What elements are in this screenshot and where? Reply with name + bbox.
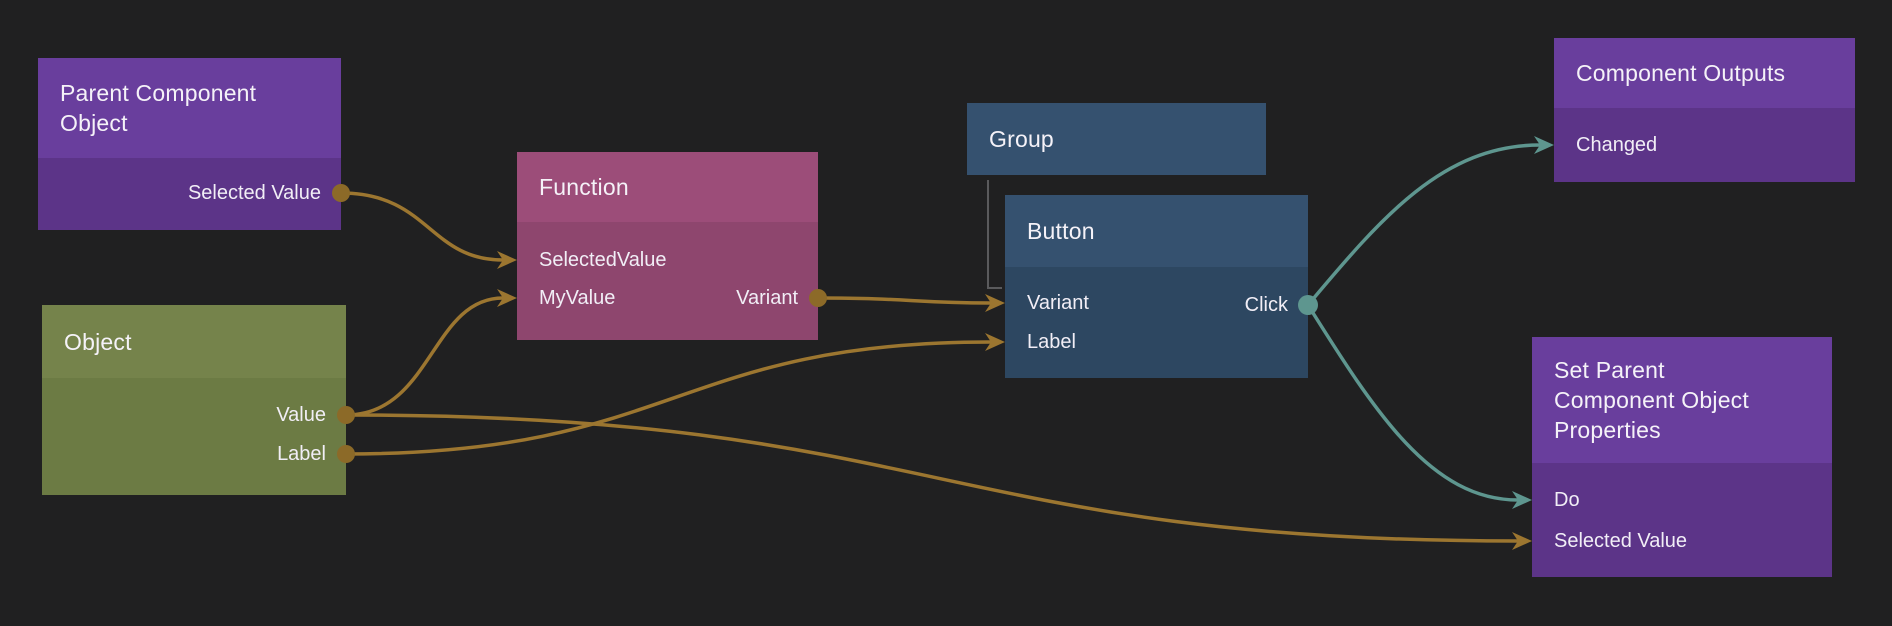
input-port-arrow-function.myvalue[interactable]	[497, 289, 517, 307]
port-button-click[interactable]: Click	[1244, 294, 1288, 316]
input-port-arrow-button.label[interactable]	[985, 333, 1005, 351]
port-button-variant[interactable]: Variant	[1027, 292, 1089, 314]
group-child-link-group-button	[987, 180, 1002, 289]
node-header[interactable]: Set Parent Component Object Properties	[1532, 337, 1832, 463]
port-function-variant[interactable]: Variant	[736, 287, 798, 309]
node-header[interactable]: Object	[42, 305, 346, 378]
port-button-label[interactable]: Label	[1027, 331, 1076, 353]
input-port-arrow-function.selectedvalue[interactable]	[497, 251, 517, 269]
port-object-label[interactable]: Label	[277, 443, 326, 465]
node-header[interactable]: Parent Component Object	[38, 58, 341, 158]
node-header[interactable]: Component Outputs	[1554, 38, 1855, 108]
wire-object.label-to-button.label[interactable]	[345, 340, 992, 456]
input-port-arrow-button.variant[interactable]	[985, 294, 1005, 312]
input-port-arrow-set-parent-component-object-properties.do[interactable]	[1512, 491, 1532, 509]
node-header[interactable]: Group	[967, 103, 1266, 175]
node-title: Object	[64, 328, 132, 355]
input-port-arrow-component-outputs.changed[interactable]	[1534, 136, 1554, 154]
node-group[interactable]: Group	[967, 103, 1266, 175]
port-set-parent-component-object-properties-do[interactable]: Do	[1554, 489, 1580, 511]
node-title: Group	[989, 126, 1054, 152]
node-title: Component Outputs	[1576, 60, 1786, 86]
node-body	[1532, 463, 1832, 577]
port-component-outputs-changed[interactable]: Changed	[1576, 134, 1658, 156]
node-body	[1005, 267, 1308, 378]
node-title: Parent Component Object	[60, 80, 257, 136]
wire-object.value-to-set-parent-component-object-properties.selected-value[interactable]	[345, 413, 1519, 543]
wire-button.click-to-set-parent-component-object-properties.do[interactable]	[1306, 304, 1519, 502]
node-body	[1554, 108, 1855, 182]
input-port-arrow-set-parent-component-object-properties.selected-value[interactable]	[1512, 532, 1532, 550]
node-title: Function	[539, 174, 629, 200]
node-header[interactable]: Function	[517, 152, 818, 222]
wire-button.click-to-component-outputs.changed[interactable]	[1306, 143, 1541, 307]
node-body	[38, 158, 341, 230]
port-parent-component-object-selected-value[interactable]: Selected Value	[187, 182, 321, 204]
wire-function.variant-to-button.variant[interactable]	[817, 296, 992, 305]
wire-parent-component-object.selected-value-to-function.selectedvalue[interactable]	[340, 191, 504, 262]
port-function-myvalue[interactable]: MyValue	[539, 287, 616, 309]
wire-object.value-to-function.myvalue[interactable]	[345, 296, 504, 417]
port-set-parent-component-object-properties-selected-value[interactable]: Selected Value	[1554, 530, 1688, 552]
node-header[interactable]: Button	[1005, 195, 1308, 267]
node-body	[42, 378, 346, 495]
node-body	[517, 222, 818, 340]
node-title: Set Parent Component Object Properties	[1554, 357, 1749, 443]
port-function-selectedvalue[interactable]: SelectedValue	[539, 249, 667, 271]
port-object-value[interactable]: Value	[276, 404, 326, 426]
node-title: Button	[1027, 218, 1095, 244]
